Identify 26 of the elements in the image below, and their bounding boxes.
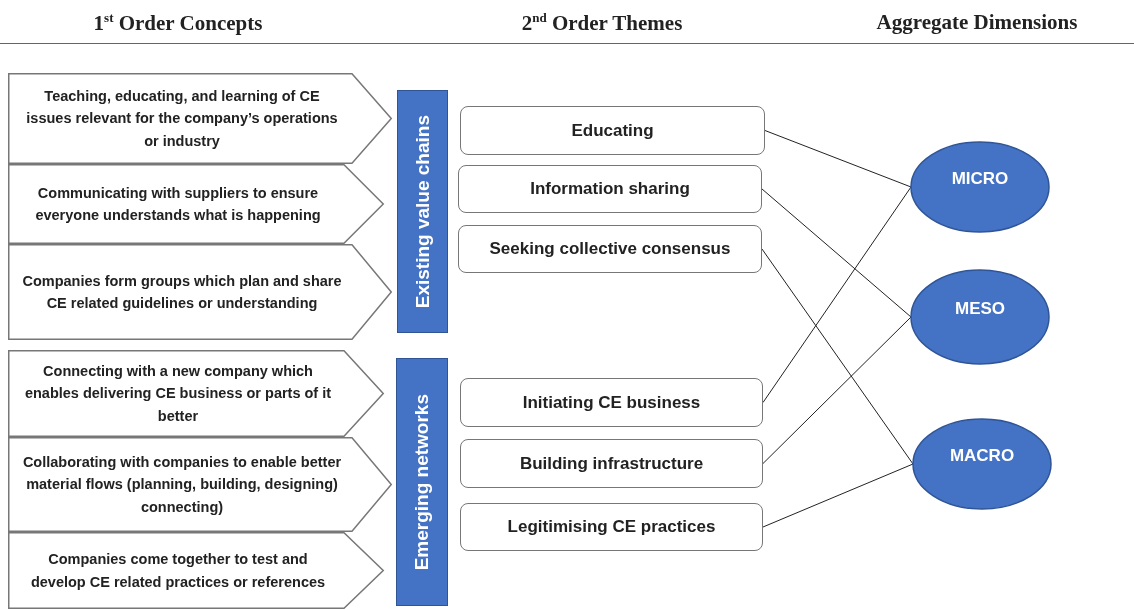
theme-box: Information sharing	[458, 165, 762, 213]
theme-box: Educating	[460, 106, 765, 155]
connector-line	[764, 130, 912, 188]
connector-line	[762, 186, 912, 403]
chevron-box: Teaching, educating, and learning of CE issues relevant for the company’s operations or industry	[8, 73, 392, 164]
theme-box: Building infrastructure	[460, 439, 763, 488]
theme-box: Initiating CE business	[460, 378, 763, 427]
category-bar: Existing value chains	[397, 90, 448, 333]
category-bar: Emerging networks	[396, 358, 448, 606]
connector-line	[761, 248, 914, 465]
chevron-box: Communicating with suppliers to ensure everyone understands what is happening	[8, 164, 384, 244]
connector-line	[762, 316, 912, 464]
chevron-box: Companies come together to test and develop CE related practices or references	[8, 532, 384, 609]
theme-box: Seeking collective consensus	[458, 225, 762, 273]
chevron-box: Connecting with a new company which enables delivering CE business or parts of it better	[8, 350, 384, 437]
dimension-ellipse: MACRO	[912, 418, 1052, 510]
dimension-ellipse: MICRO	[910, 141, 1050, 233]
chevron-box: Collaborating with companies to enable better material flows (planning, building, designing) connecting)	[8, 437, 392, 532]
column-heading: 2$^{nd}$ Order Themes	[520, 10, 684, 36]
column-heading: Aggregate Dimensions	[875, 10, 1079, 35]
connector-line	[761, 188, 912, 318]
chevron-box: Companies form groups which plan and share CE related guidelines or understanding	[8, 244, 392, 340]
dimension-ellipse: MESO	[910, 269, 1050, 365]
column-heading: 1$^{st}$ Order Concepts	[92, 10, 264, 36]
theme-box: Legitimising CE practices	[460, 503, 763, 551]
connector-line	[762, 463, 914, 528]
